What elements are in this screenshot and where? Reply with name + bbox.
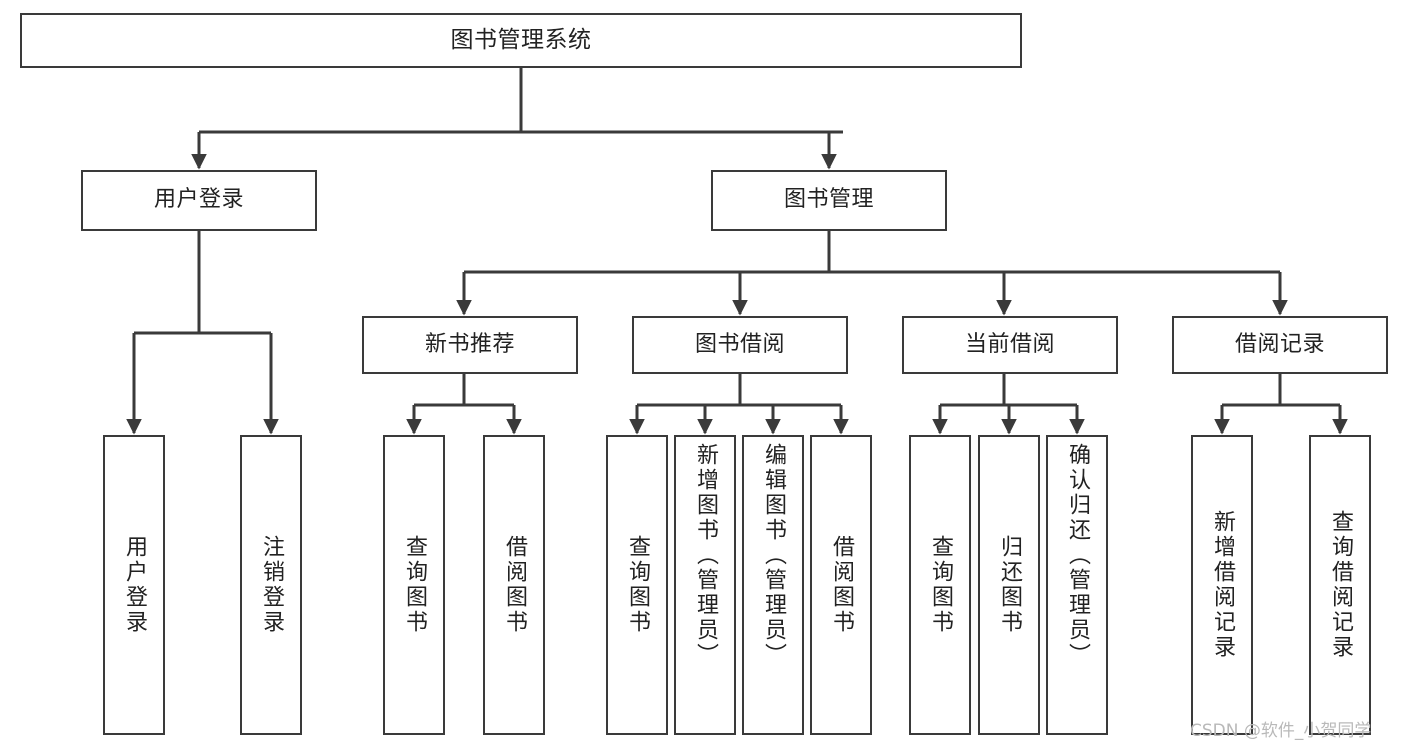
- node-label: 查询图书: [402, 535, 427, 635]
- node-label: 查询图书: [928, 535, 953, 635]
- node-book-borrow[interactable]: 图书借阅: [632, 316, 848, 374]
- leaf-book-borrow-borrow-book[interactable]: 借阅图书: [810, 435, 872, 735]
- node-label: 编辑图书（管理员）: [761, 443, 786, 668]
- leaf-current-borrow-query-book[interactable]: 查询图书: [909, 435, 971, 735]
- node-label: 注销登录: [259, 535, 284, 635]
- node-new-book-recommend[interactable]: 新书推荐: [362, 316, 578, 374]
- node-label: 查询图书: [625, 535, 650, 635]
- node-label: 借阅图书: [829, 535, 854, 635]
- node-label: 用户登录: [153, 187, 244, 213]
- node-label: 当前借阅: [964, 331, 1055, 357]
- leaf-user-login-logout[interactable]: 注销登录: [240, 435, 302, 735]
- node-label: 新增图书（管理员）: [693, 443, 718, 668]
- node-book-management[interactable]: 图书管理: [711, 170, 947, 231]
- node-borrow-record[interactable]: 借阅记录: [1172, 316, 1388, 374]
- leaf-book-borrow-query-book[interactable]: 查询图书: [606, 435, 668, 735]
- node-label: 借阅记录: [1234, 331, 1325, 357]
- node-label: 归还图书: [997, 535, 1022, 635]
- node-label: 查询借阅记录: [1328, 510, 1353, 660]
- node-label: 新增借阅记录: [1210, 510, 1235, 660]
- leaf-book-borrow-edit-book-admin[interactable]: 编辑图书（管理员）: [742, 435, 804, 735]
- node-label: 新书推荐: [424, 331, 515, 357]
- leaf-user-login-login[interactable]: 用户登录: [103, 435, 165, 735]
- node-label: 借阅图书: [502, 535, 527, 635]
- node-label: 图书管理: [783, 187, 874, 213]
- node-label: 图书管理系统: [450, 27, 592, 54]
- node-root-book-management-system[interactable]: 图书管理系统: [20, 13, 1022, 68]
- leaf-borrow-record-add-record[interactable]: 新增借阅记录: [1191, 435, 1253, 735]
- node-label: 确认归还（管理员）: [1065, 443, 1090, 668]
- node-current-borrow[interactable]: 当前借阅: [902, 316, 1118, 374]
- node-user-login[interactable]: 用户登录: [81, 170, 317, 231]
- leaf-borrow-record-query-record[interactable]: 查询借阅记录: [1309, 435, 1371, 735]
- leaf-new-book-query-book[interactable]: 查询图书: [383, 435, 445, 735]
- node-label: 图书借阅: [694, 331, 785, 357]
- leaf-new-book-borrow-book[interactable]: 借阅图书: [483, 435, 545, 735]
- leaf-current-borrow-confirm-return-admin[interactable]: 确认归还（管理员）: [1046, 435, 1108, 735]
- node-label: 用户登录: [122, 535, 147, 635]
- leaf-book-borrow-add-book-admin[interactable]: 新增图书（管理员）: [674, 435, 736, 735]
- leaf-current-borrow-return-book[interactable]: 归还图书: [978, 435, 1040, 735]
